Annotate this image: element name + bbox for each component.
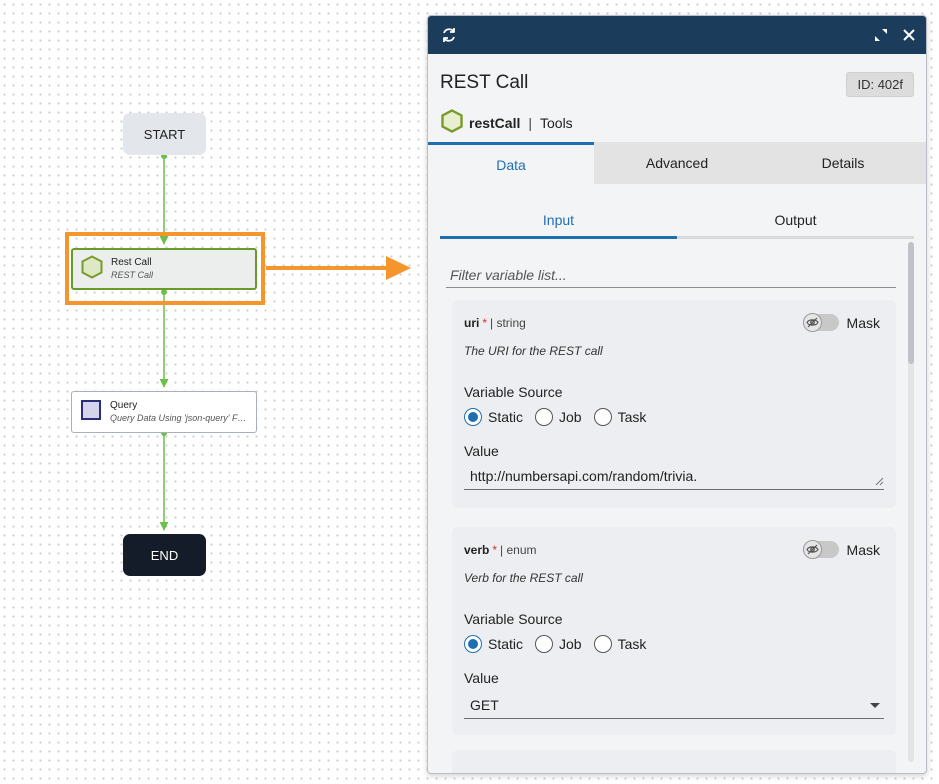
selection-highlight-box xyxy=(65,232,265,305)
radio-label: Task xyxy=(617,636,647,652)
panel-header: REST Call ID: 402f restCall | Tools xyxy=(428,54,926,142)
task-type-category: Tools xyxy=(540,114,573,131)
end-node[interactable]: END xyxy=(123,534,206,576)
eye-off-icon xyxy=(802,313,822,332)
radio-button[interactable] xyxy=(593,408,612,426)
task-subtitle: Query Data Using 'json-query' For... xyxy=(110,413,248,423)
radio-button[interactable] xyxy=(593,635,612,653)
end-node-label: END xyxy=(150,547,179,563)
id-badge: ID: 402f xyxy=(846,72,914,97)
radio-label: Job xyxy=(559,409,582,425)
expand-icon[interactable] xyxy=(874,28,888,42)
mask-label: Mask xyxy=(846,314,880,331)
variable-description: Verb for the REST call xyxy=(464,571,583,585)
radio-task[interactable]: Task xyxy=(593,635,647,653)
radio-job[interactable]: Job xyxy=(535,408,582,426)
task-type-separator: | xyxy=(528,114,532,131)
mask-toggle-group: Mask xyxy=(802,540,880,559)
radio-static[interactable]: Static xyxy=(464,635,523,653)
task-title: Rest Call xyxy=(111,257,152,268)
variable-name: verb xyxy=(464,543,490,557)
panel-tabs: Data Advanced Details xyxy=(428,142,926,184)
variable-list: uri * | string Mask The URI for the RE xyxy=(440,242,914,773)
scrollbar-track[interactable] xyxy=(908,242,914,762)
verb-selected-value: GET xyxy=(470,697,499,713)
variable-type: | enum xyxy=(500,543,537,557)
radio-button[interactable] xyxy=(535,408,554,426)
required-marker: * xyxy=(492,543,498,557)
data-subtabs: Input Output xyxy=(440,204,914,239)
variable-card-uri: uri * | string Mask The URI for the RE xyxy=(452,300,896,508)
uri-value-text: http://numbersapi.com/random/trivia. xyxy=(470,468,698,484)
variable-source-radios: Static Job Task xyxy=(464,635,646,653)
panel-toolbar xyxy=(428,16,926,54)
start-node[interactable]: START xyxy=(123,113,206,155)
radio-button[interactable] xyxy=(464,635,482,653)
radio-label: Task xyxy=(617,409,647,425)
radio-button[interactable] xyxy=(464,408,482,426)
variable-name: uri xyxy=(464,316,480,330)
tab-details[interactable]: Details xyxy=(760,142,926,184)
chevron-down-icon xyxy=(870,703,880,708)
value-label: Value xyxy=(464,443,499,459)
variable-header: uri * | string xyxy=(464,316,526,330)
variable-source-label: Variable Source xyxy=(464,611,563,627)
refresh-icon[interactable] xyxy=(440,26,458,44)
task-details-panel: REST Call ID: 402f restCall | Tools Data… xyxy=(427,15,927,774)
start-node-label: START xyxy=(143,126,186,142)
variable-source-radios: Static Job Task xyxy=(464,408,646,426)
mask-toggle[interactable] xyxy=(802,540,839,559)
value-label: Value xyxy=(464,670,499,686)
hexagon-icon xyxy=(81,254,103,284)
task-type-row: restCall | Tools xyxy=(441,109,573,136)
filter-variable-input[interactable] xyxy=(446,262,896,288)
highlight-arrow-head xyxy=(386,256,411,280)
required-marker: * xyxy=(482,316,488,330)
variable-type: | string xyxy=(490,316,526,330)
radio-button[interactable] xyxy=(535,635,554,653)
variable-card-verb: verb * | enum Mask Verb for the REST c xyxy=(452,527,896,735)
variable-description: The URI for the REST call xyxy=(464,344,603,358)
task-type-name: restCall xyxy=(469,114,521,131)
resize-handle-icon[interactable] xyxy=(875,473,884,489)
close-icon[interactable] xyxy=(902,28,916,42)
eye-off-icon xyxy=(802,540,822,559)
task-title: Query xyxy=(110,400,138,411)
variable-card-partial xyxy=(452,750,896,773)
subtab-output[interactable]: Output xyxy=(774,212,817,228)
mask-toggle[interactable] xyxy=(802,313,839,332)
radio-label: Static xyxy=(488,636,524,652)
radio-label: Job xyxy=(559,636,582,652)
mask-toggle-group: Mask xyxy=(802,313,880,332)
radio-static[interactable]: Static xyxy=(464,408,523,426)
mask-label: Mask xyxy=(846,541,880,558)
verb-select[interactable]: GET xyxy=(464,691,884,719)
query-task-node[interactable]: Query Query Data Using 'json-query' For.… xyxy=(71,391,257,433)
radio-job[interactable]: Job xyxy=(535,635,582,653)
workflow-connectors xyxy=(159,153,411,531)
radio-label: Static xyxy=(488,409,524,425)
uri-value-field[interactable]: http://numbersapi.com/random/trivia. xyxy=(464,464,884,490)
square-icon xyxy=(80,399,102,426)
radio-task[interactable]: Task xyxy=(593,408,647,426)
panel-title: REST Call xyxy=(440,72,529,93)
scrollbar-thumb[interactable] xyxy=(908,242,914,364)
rest-call-task-node[interactable]: Rest Call REST Call xyxy=(71,248,257,290)
hexagon-icon xyxy=(441,109,463,136)
tab-advanced[interactable]: Advanced xyxy=(594,142,760,184)
variable-source-label: Variable Source xyxy=(464,384,563,400)
variable-header: verb * | enum xyxy=(464,543,537,557)
subtab-input[interactable]: Input xyxy=(440,204,677,239)
tab-data[interactable]: Data xyxy=(428,142,594,184)
